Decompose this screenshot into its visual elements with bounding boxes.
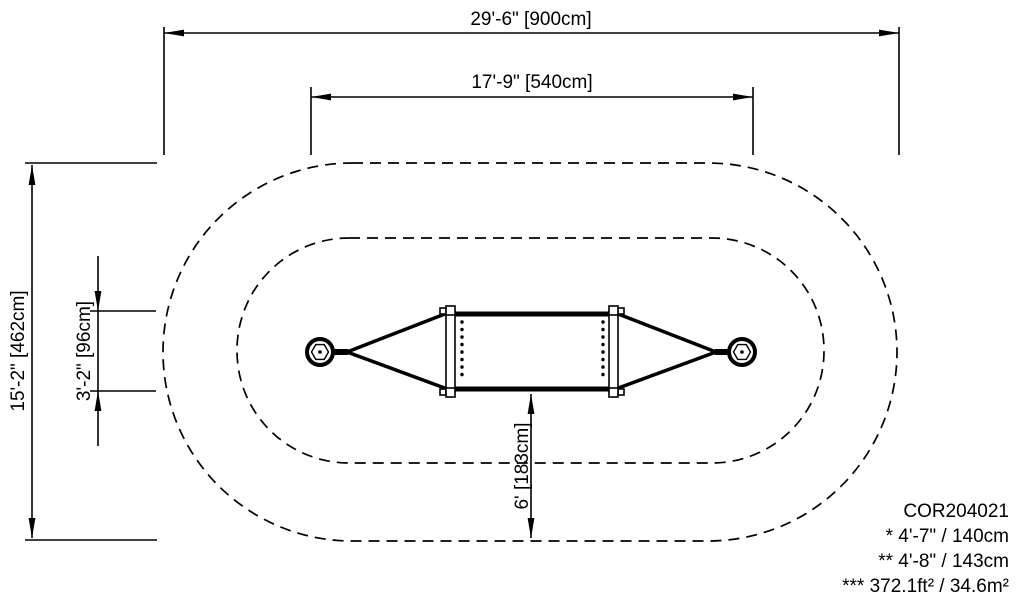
post-right xyxy=(727,337,757,367)
dimension-clearance: 6' [183cm] xyxy=(512,394,535,538)
corner-clamp-left-top xyxy=(445,305,456,316)
post-left-center xyxy=(318,350,322,354)
corner-clamp-right-top xyxy=(608,305,619,316)
rope-fitting-right-top xyxy=(617,307,625,315)
dimension-equipment-length: 17'-9" [540cm] xyxy=(310,72,754,155)
rope-left-bottom xyxy=(346,350,451,392)
outer-use-zone-boundary xyxy=(162,162,898,542)
net-end-bar-right xyxy=(608,310,619,393)
product-note-2: ** 4'-8" / 143cm xyxy=(878,551,1009,572)
rope-left-top xyxy=(346,310,451,354)
product-note-1: * 4'-7" / 140cm xyxy=(886,526,1009,547)
net-structure xyxy=(305,305,757,398)
dimension-net-width: 3'-2" [96cm] xyxy=(74,256,156,446)
rope-right-bottom xyxy=(612,350,717,392)
product-code: COR204021 xyxy=(903,501,1009,522)
dimension-overall-length: 29'-6" [900cm] xyxy=(163,9,900,155)
rope-fitting-left-bottom xyxy=(439,388,447,396)
dimension-overall-width: 15'-2" [462cm] xyxy=(8,162,157,541)
net-end-bar-left xyxy=(445,310,456,393)
dimension-label-equipment-length: 17'-9" [540cm] xyxy=(471,72,592,93)
post-right-hex-bolt xyxy=(732,343,752,361)
product-info: COR204021 * 4'-7" / 140cm ** 4'-8" / 143… xyxy=(842,501,1009,597)
inner-use-zone-boundary xyxy=(236,237,825,464)
rope-fitting-left-top xyxy=(439,307,447,315)
corner-clamp-left-bottom xyxy=(445,387,456,398)
dimension-label-net-width: 3'-2" [96cm] xyxy=(74,301,95,401)
post-left xyxy=(305,337,335,367)
rope-right-top xyxy=(612,310,717,354)
dimension-label-overall-width: 15'-2" [462cm] xyxy=(8,290,29,411)
corner-clamp-right-bottom xyxy=(608,387,619,398)
dimension-label-clearance: 6' [183cm] xyxy=(512,422,533,509)
product-note-3: *** 372.1ft² / 34.6m² xyxy=(842,576,1009,597)
dimension-label-overall-length: 29'-6" [900cm] xyxy=(470,9,591,30)
rope-fitting-right-bottom xyxy=(617,388,625,396)
post-right-center xyxy=(740,350,744,354)
post-left-hex-bolt xyxy=(310,343,330,361)
